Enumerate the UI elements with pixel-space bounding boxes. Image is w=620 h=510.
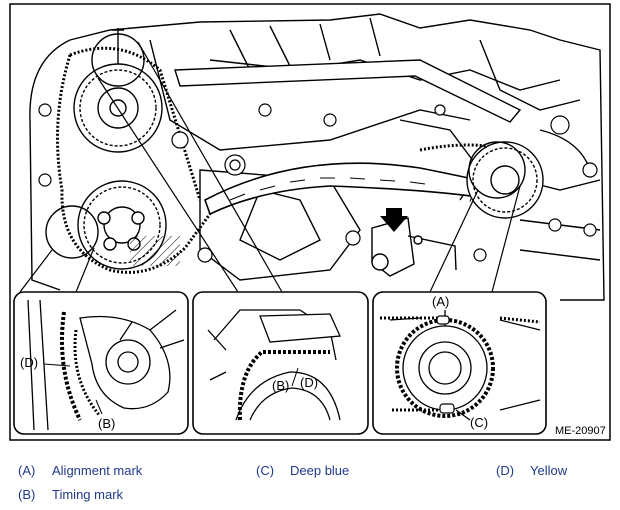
callout-d-middle: (D) [300,375,318,390]
legend-text-c: Deep blue [290,463,350,478]
callout-a-right: (A) [432,294,449,309]
callout-d-left: (D) [20,355,38,370]
figure-id: ME-20907 [555,425,606,437]
legend-text-b: Timing mark [52,487,124,502]
leader-lines [19,41,521,293]
legend-item-b: (B) Timing mark [18,487,123,502]
legend-item-c: (C) Deep blue [256,463,349,478]
legend-item-a: (A) Alignment mark [18,463,142,478]
legend-letter-b: (B) [18,487,36,502]
legend-letter-d: (D) [496,463,515,478]
hatched-area [130,236,180,266]
detail-box-left: (D) (B) [13,291,189,435]
upper-chain-guide [174,59,522,123]
callout-b-middle: (B) [272,378,289,393]
legend-letter-a: (A) [18,463,36,478]
insertion-arrow [380,208,408,232]
chain-guide-ribs [229,177,426,201]
bolts [38,103,598,263]
engine-timing-diagram: (D) (B) (B) (D) (A) (C) [9,3,611,441]
timing-chain [56,46,521,274]
magnify-circle-top [91,33,145,87]
callout-c-right: (C) [470,415,488,430]
detail-box-middle: (B) (D) [192,291,369,435]
magnify-circle-left [45,205,99,259]
detail-box-right: (A) (C) [372,291,547,435]
magnify-circle-right [468,141,526,199]
crankshaft-sprocket [466,141,544,219]
callout-b-left: (B) [98,416,115,431]
legend-text-d: Yellow [530,463,568,478]
legend-letter-c: (C) [256,463,275,478]
legend-text-a: Alignment mark [52,463,143,478]
legend-item-d: (D) Yellow [496,463,567,478]
